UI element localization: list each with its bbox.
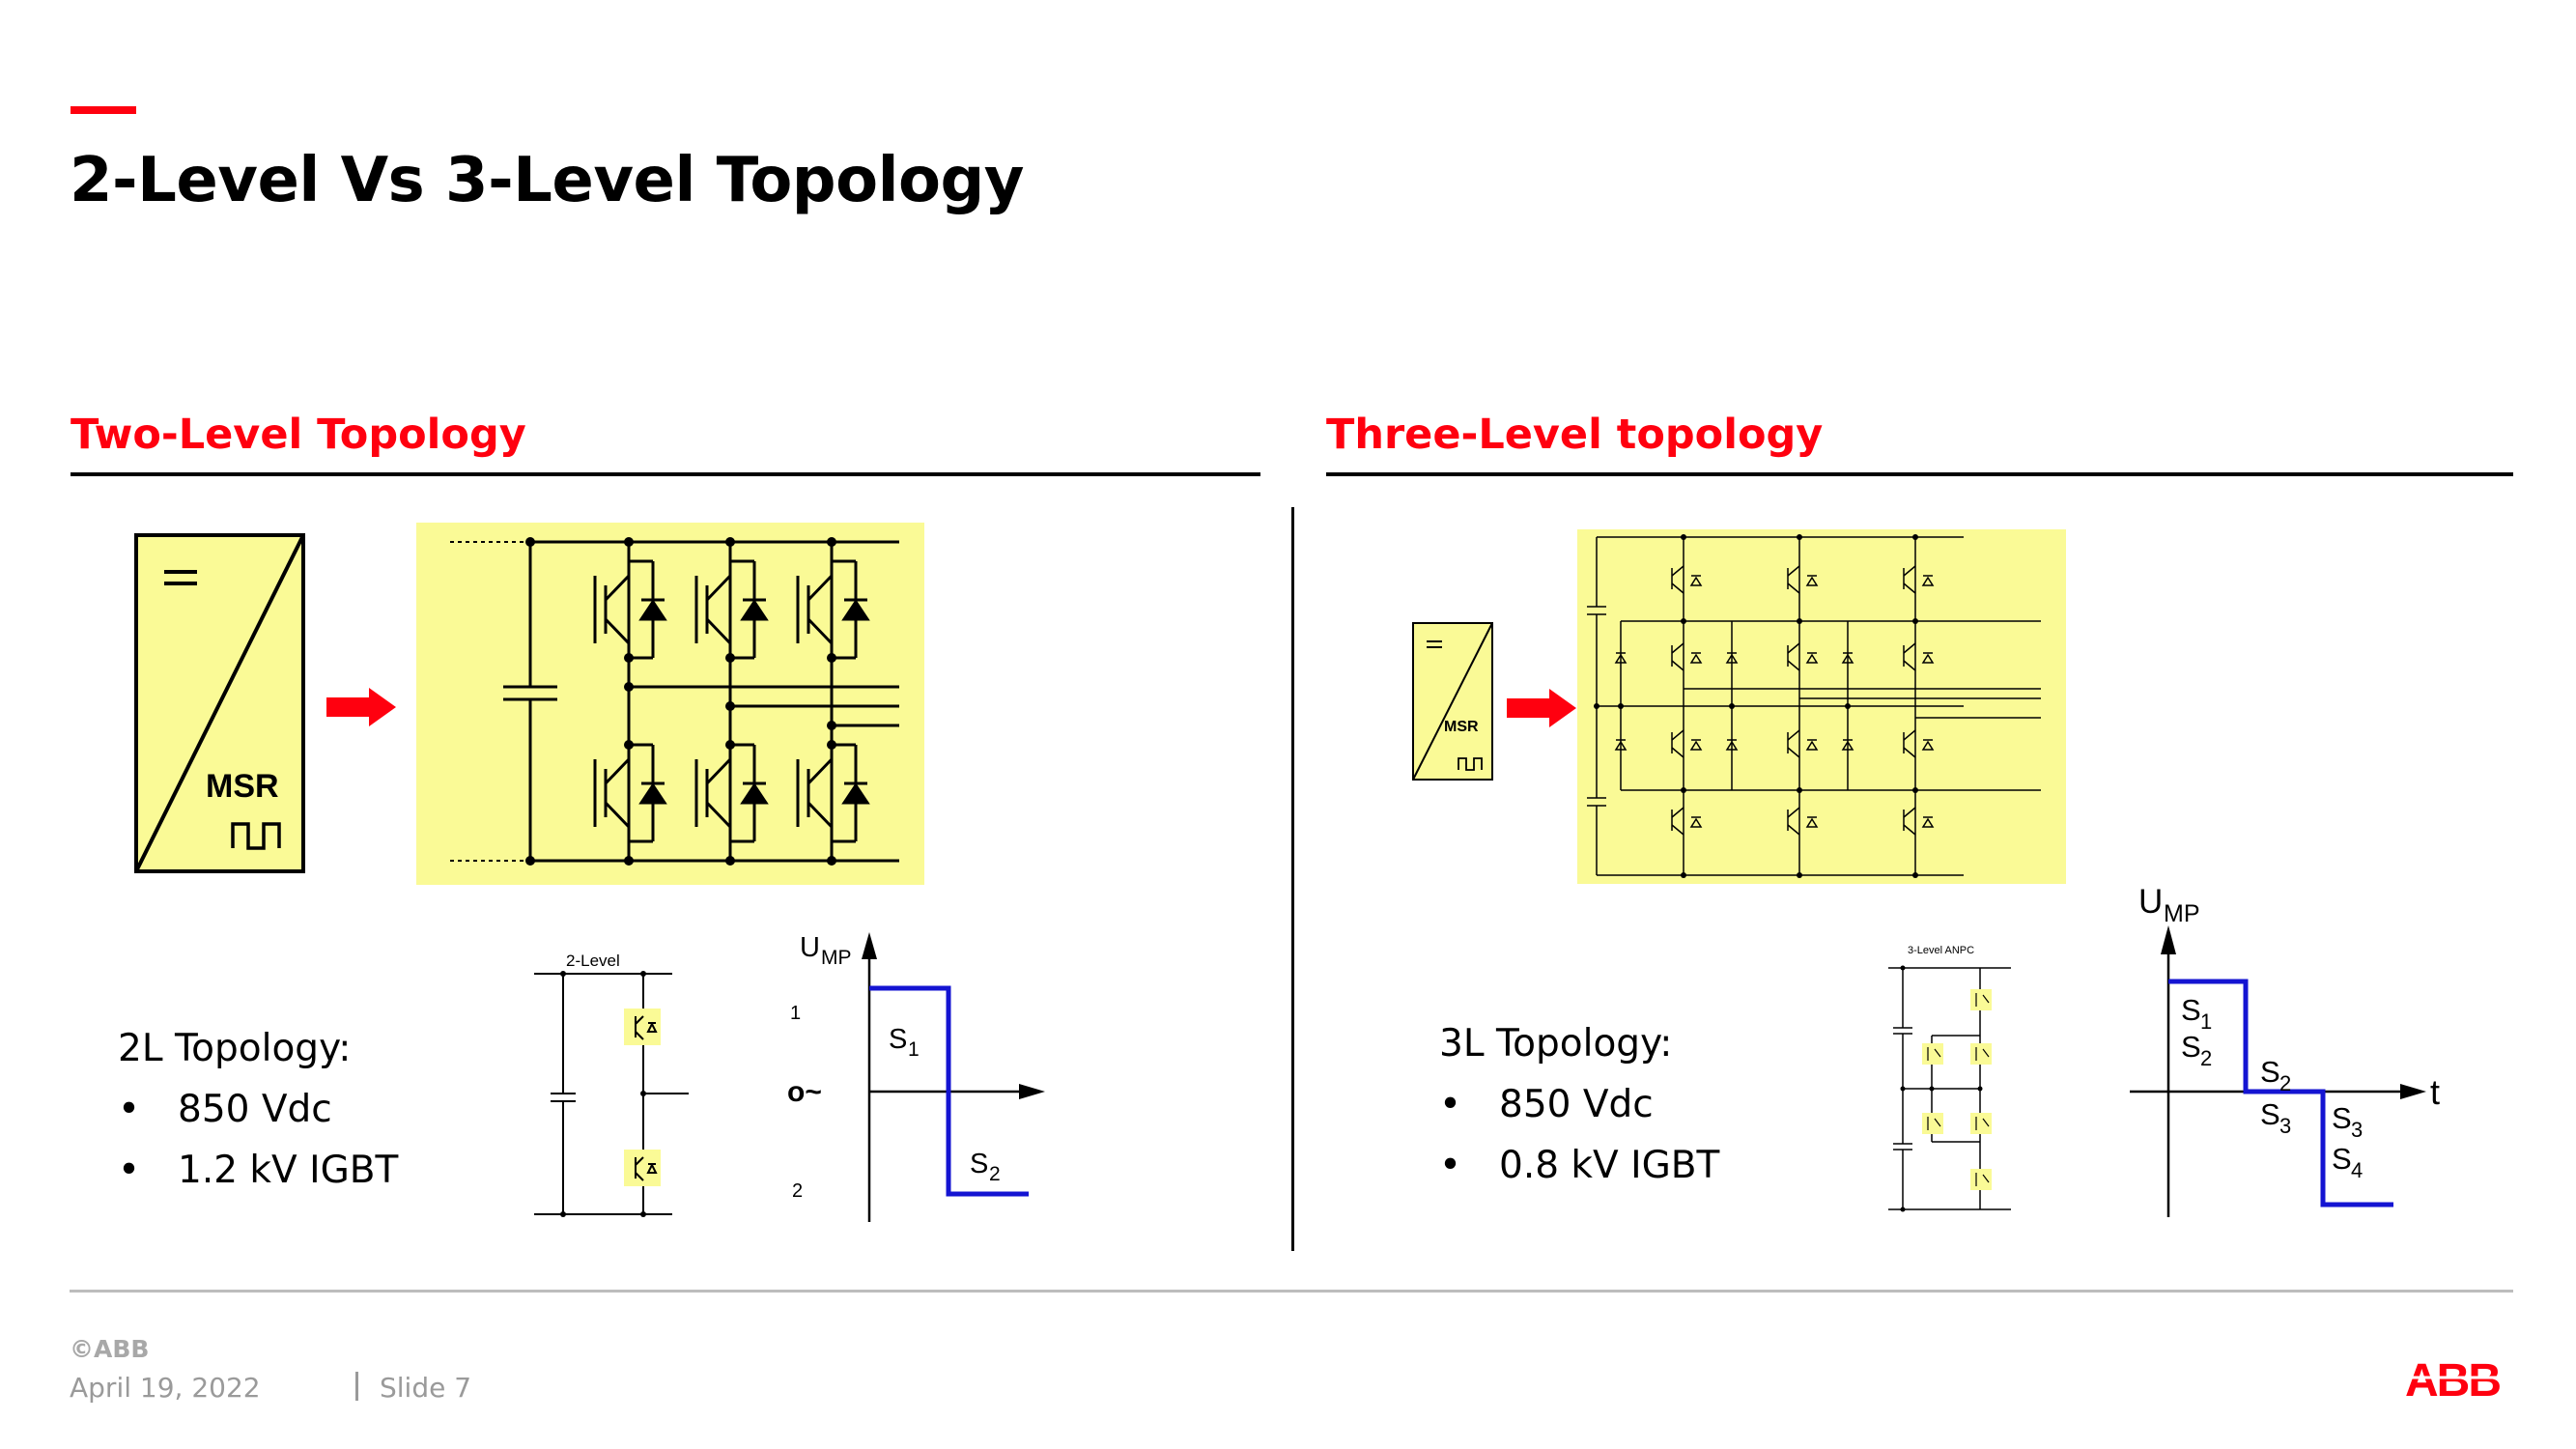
right-wave-l3b-sub: 4	[2351, 1158, 2363, 1182]
left-wave-s2: S	[970, 1149, 988, 1179]
left-wave-y-label: U	[800, 932, 820, 963]
right-anpc-bridge-diagram	[1577, 529, 2066, 884]
footer-separator	[355, 1372, 358, 1401]
abb-logo: ABB	[2405, 1357, 2516, 1401]
left-converter-label: MSR	[206, 768, 279, 805]
right-wave-y-label: U	[2138, 883, 2163, 921]
right-wave-l2a: S	[2260, 1055, 2280, 1089]
right-section-rule	[1326, 472, 2513, 476]
right-wave-l2b: S	[2260, 1097, 2280, 1131]
left-small-schematic: 2-Level	[534, 952, 689, 1217]
left-wave-s1: S	[889, 1024, 907, 1055]
left-small-schematic-label: 2-Level	[566, 952, 620, 970]
right-wave-l2a-sub: 2	[2279, 1071, 2291, 1095]
left-wave-tick-2: 2	[792, 1180, 803, 1202]
right-small-schematic: 3-Level ANPC	[1888, 945, 2011, 1212]
right-section-heading: Three-Level topology	[1326, 411, 1824, 459]
right-wave-l1a: S	[2181, 993, 2201, 1027]
right-wave-l2b-sub: 3	[2279, 1114, 2291, 1138]
right-bullet-1: •850 Vdc	[1439, 1083, 1654, 1126]
vertical-divider	[1291, 507, 1294, 1251]
left-converter-symbol: MSR	[134, 533, 305, 873]
right-wave-l1a-sub: 1	[2200, 1009, 2212, 1034]
right-bullet-2: •0.8 kV IGBT	[1439, 1144, 1720, 1187]
right-wave-l1b-sub: 2	[2200, 1046, 2212, 1070]
footer-date: April 19, 2022	[70, 1372, 261, 1404]
left-bullet-2: •1.2 kV IGBT	[118, 1149, 399, 1192]
right-bullets-title: 3L Topology:	[1439, 1022, 1673, 1065]
right-wave-l3a-sub: 3	[2351, 1118, 2363, 1142]
left-section-heading: Two-Level Topology	[71, 411, 526, 459]
slide-title: 2-Level Vs 3-Level Topology	[70, 145, 1025, 216]
right-converter-label: MSR	[1444, 719, 1479, 735]
footer-divider	[70, 1290, 2513, 1293]
footer-copyright: ©ABB	[70, 1335, 150, 1363]
left-wave-tick-1: 1	[790, 1003, 801, 1024]
left-section-rule	[71, 472, 1260, 476]
left-bullets-title: 2L Topology:	[118, 1027, 352, 1070]
left-arrow-icon	[326, 688, 396, 726]
right-small-schematic-label: 3-Level ANPC	[1908, 945, 1974, 956]
right-converter-symbol: MSR	[1412, 622, 1493, 781]
left-wave-s1-sub: 1	[908, 1038, 920, 1061]
right-wave-x-label: t	[2430, 1072, 2440, 1112]
title-accent-bar	[71, 106, 136, 114]
left-wave-y-sub: MP	[821, 947, 852, 969]
right-arrow-icon	[1507, 689, 1576, 727]
left-waveform-plot: U MP 1 o~ 2 S 1 S 2	[787, 932, 1045, 1222]
right-wave-l3b: S	[2332, 1142, 2352, 1176]
right-wave-l3a: S	[2332, 1101, 2352, 1135]
right-waveform-plot: U MP t S 1 S 2 S 2 S 3 S 3 S 4	[2130, 883, 2440, 1217]
left-wave-tick-mid: o~	[787, 1076, 822, 1108]
left-bullet-1: •850 Vdc	[118, 1088, 332, 1131]
right-wave-y-sub: MP	[2164, 900, 2200, 927]
footer-slide-number: Slide 7	[380, 1372, 472, 1404]
right-wave-l1b: S	[2181, 1030, 2201, 1064]
left-wave-s2-sub: 2	[989, 1163, 1001, 1185]
left-inverter-bridge-diagram	[416, 523, 924, 885]
